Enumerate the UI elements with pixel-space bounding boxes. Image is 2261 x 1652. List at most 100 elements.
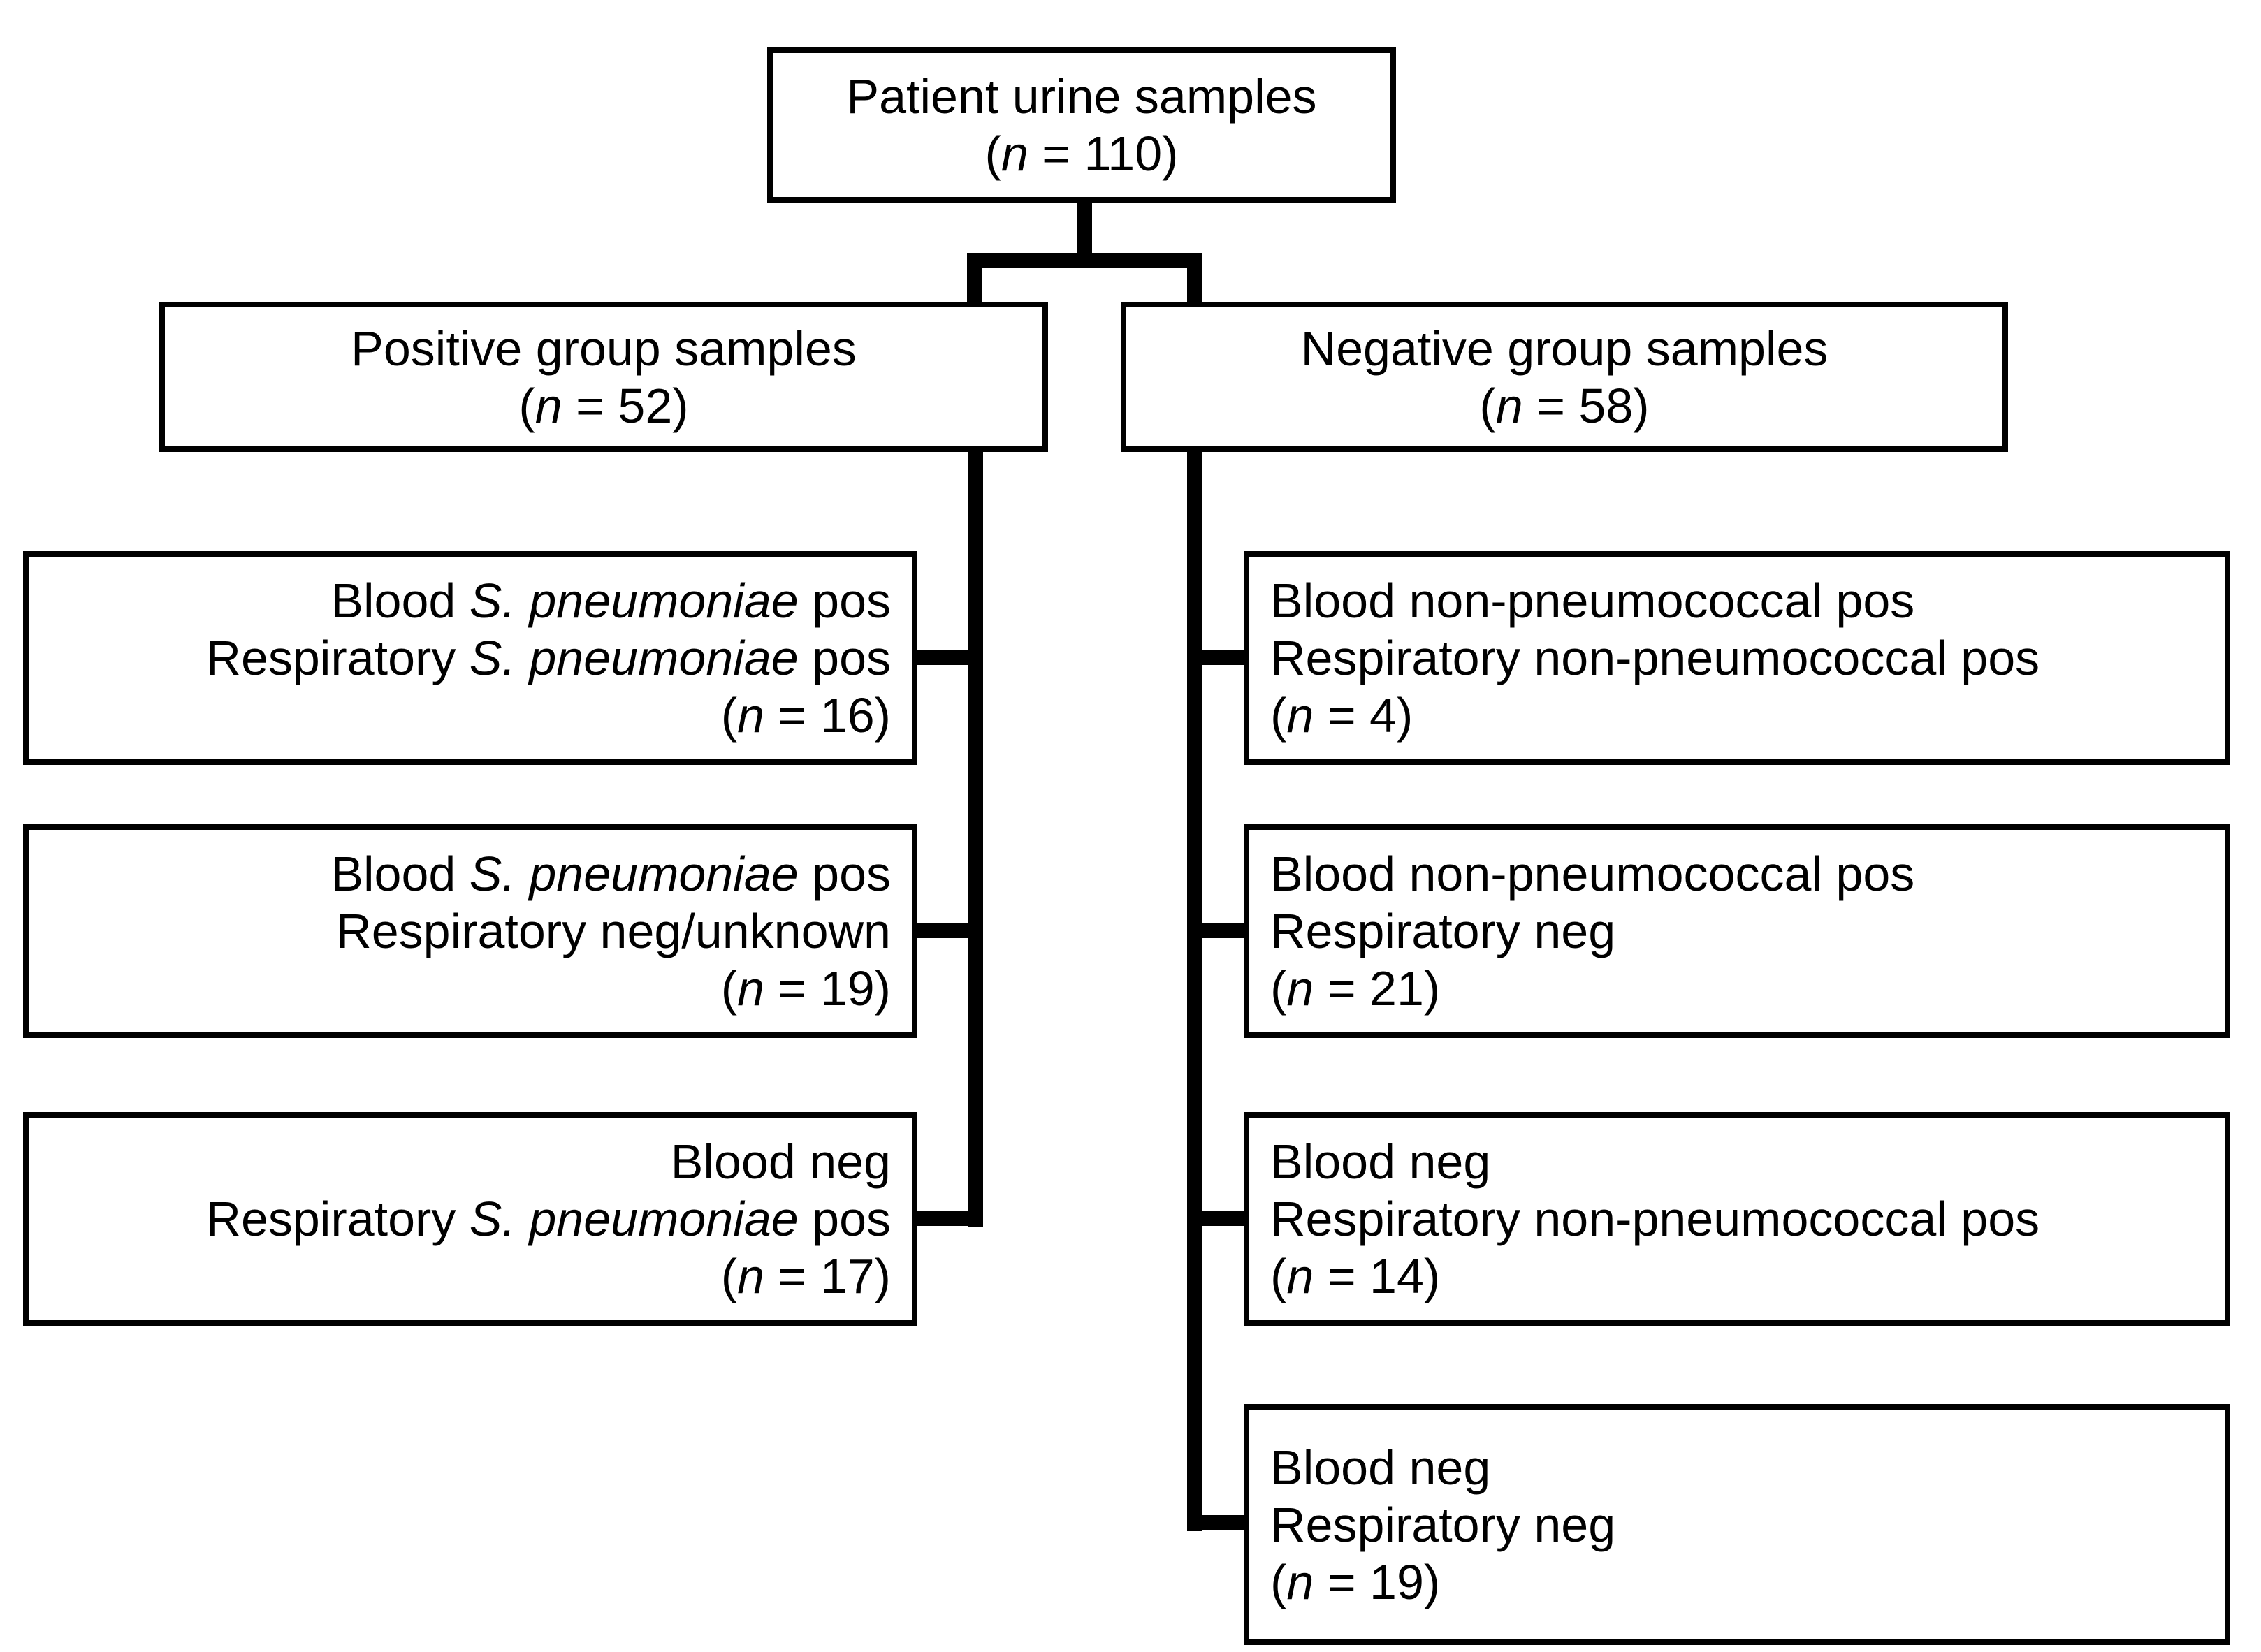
- text-segment: pos: [798, 847, 891, 901]
- text-segment: Positive group samples: [351, 321, 857, 376]
- text-line: (n = 14): [1270, 1248, 2225, 1305]
- italic-text-segment: S. pneumoniae: [469, 847, 799, 901]
- text-line: Respiratory neg: [1270, 1496, 2225, 1554]
- italic-text-segment: n: [737, 688, 765, 743]
- italic-text-segment: n: [1286, 688, 1314, 743]
- text-line: Patient urine samples: [846, 68, 1316, 125]
- text-line: Respiratory S. pneumoniae pos: [29, 629, 891, 687]
- text-line: (n = 110): [985, 125, 1179, 182]
- text-line: Respiratory neg/unknown: [29, 902, 891, 960]
- text-segment: Respiratory neg: [1270, 1497, 1616, 1552]
- connector-trunk-positive: [968, 449, 983, 1227]
- text-segment: Respiratory non-pneumococcal pos: [1270, 1192, 2040, 1246]
- text-segment: Respiratory: [205, 631, 470, 685]
- text-segment: (: [1270, 1249, 1287, 1303]
- text-segment: Patient urine samples: [846, 69, 1317, 124]
- connector-split-bar: [967, 253, 1202, 268]
- text-segment: Blood: [330, 847, 470, 901]
- italic-text-segment: n: [737, 961, 765, 1016]
- text-line: (n = 19): [29, 960, 891, 1017]
- text-segment: (: [1270, 961, 1287, 1016]
- connector-stub-negative-4: [1202, 1515, 1244, 1530]
- text-segment: (: [1270, 688, 1287, 743]
- connector-stub-positive-3: [913, 1211, 969, 1226]
- text-line: Blood neg: [1270, 1133, 2225, 1190]
- text-segment: Negative group samples: [1300, 321, 1829, 376]
- text-line: Respiratory neg: [1270, 902, 2225, 960]
- text-segment: Blood neg: [670, 1134, 891, 1189]
- node-patient-urine-samples: Patient urine samples(n = 110): [767, 47, 1396, 203]
- text-line: Respiratory non-pneumococcal pos: [1270, 629, 2225, 687]
- text-segment: (: [720, 688, 738, 743]
- text-segment: (: [720, 1249, 738, 1303]
- text-segment: (: [1270, 1554, 1287, 1609]
- italic-text-segment: n: [1001, 126, 1028, 181]
- text-segment: Respiratory neg: [1270, 904, 1616, 958]
- text-line: (n = 17): [29, 1248, 891, 1305]
- text-segment: Blood neg: [1270, 1440, 1491, 1495]
- italic-text-segment: n: [1286, 1249, 1314, 1303]
- node-negative-group: Negative group samples(n = 58): [1121, 302, 2008, 452]
- italic-text-segment: n: [1495, 378, 1523, 433]
- text-line: (n = 58): [1479, 377, 1649, 434]
- text-segment: Blood non-pneumococcal pos: [1270, 847, 1915, 901]
- italic-text-segment: S. pneumoniae: [469, 631, 799, 685]
- connector-stub-positive-2: [913, 923, 969, 938]
- connector-stub-negative-3: [1202, 1211, 1244, 1226]
- text-segment: = 19): [1314, 1554, 1441, 1609]
- text-line: Blood neg: [29, 1133, 891, 1190]
- text-line: Blood non-pneumococcal pos: [1270, 572, 2225, 629]
- text-segment: pos: [798, 1192, 891, 1246]
- text-segment: (: [518, 378, 535, 433]
- italic-text-segment: n: [535, 378, 562, 433]
- text-segment: Respiratory: [205, 1192, 470, 1246]
- italic-text-segment: S. pneumoniae: [469, 573, 799, 628]
- text-segment: Respiratory non-pneumococcal pos: [1270, 631, 2040, 685]
- text-segment: = 16): [764, 688, 891, 743]
- text-segment: = 110): [1028, 126, 1179, 181]
- text-segment: Blood neg: [1270, 1134, 1491, 1189]
- text-segment: = 58): [1522, 378, 1650, 433]
- text-segment: = 4): [1314, 688, 1413, 743]
- text-line: Respiratory S. pneumoniae pos: [29, 1190, 891, 1248]
- text-segment: = 14): [1314, 1249, 1441, 1303]
- text-segment: (: [720, 961, 738, 1016]
- text-line: Blood S. pneumoniae pos: [29, 845, 891, 902]
- connector-stub-positive-1: [913, 650, 969, 665]
- text-segment: pos: [798, 573, 891, 628]
- text-line: (n = 16): [29, 687, 891, 744]
- text-segment: = 52): [562, 378, 689, 433]
- text-line: (n = 52): [518, 377, 688, 434]
- connector-stub-negative-2: [1202, 923, 1244, 938]
- connector-stub-negative-1: [1202, 650, 1244, 665]
- text-line: Respiratory non-pneumococcal pos: [1270, 1190, 2225, 1248]
- italic-text-segment: S. pneumoniae: [469, 1192, 799, 1246]
- text-segment: = 19): [764, 961, 891, 1016]
- connector-trunk-negative: [1187, 449, 1202, 1531]
- text-line: Blood non-pneumococcal pos: [1270, 845, 2225, 902]
- text-segment: = 17): [764, 1249, 891, 1303]
- text-line: Negative group samples: [1301, 320, 1829, 377]
- node-positive-group: Positive group samples(n = 52): [159, 302, 1048, 452]
- connector-drop-negative: [1187, 253, 1202, 305]
- text-line: Positive group samples: [351, 320, 857, 377]
- text-segment: Respiratory neg/unknown: [336, 904, 891, 958]
- text-segment: = 21): [1314, 961, 1441, 1016]
- text-segment: (: [1479, 378, 1496, 433]
- connector-drop-positive: [967, 253, 982, 305]
- italic-text-segment: n: [1286, 961, 1314, 1016]
- connector-root-stem: [1077, 200, 1092, 268]
- italic-text-segment: n: [1286, 1554, 1314, 1609]
- italic-text-segment: n: [737, 1249, 765, 1303]
- text-segment: Blood non-pneumococcal pos: [1270, 573, 1915, 628]
- text-segment: (: [984, 126, 1001, 181]
- text-segment: Blood: [330, 573, 470, 628]
